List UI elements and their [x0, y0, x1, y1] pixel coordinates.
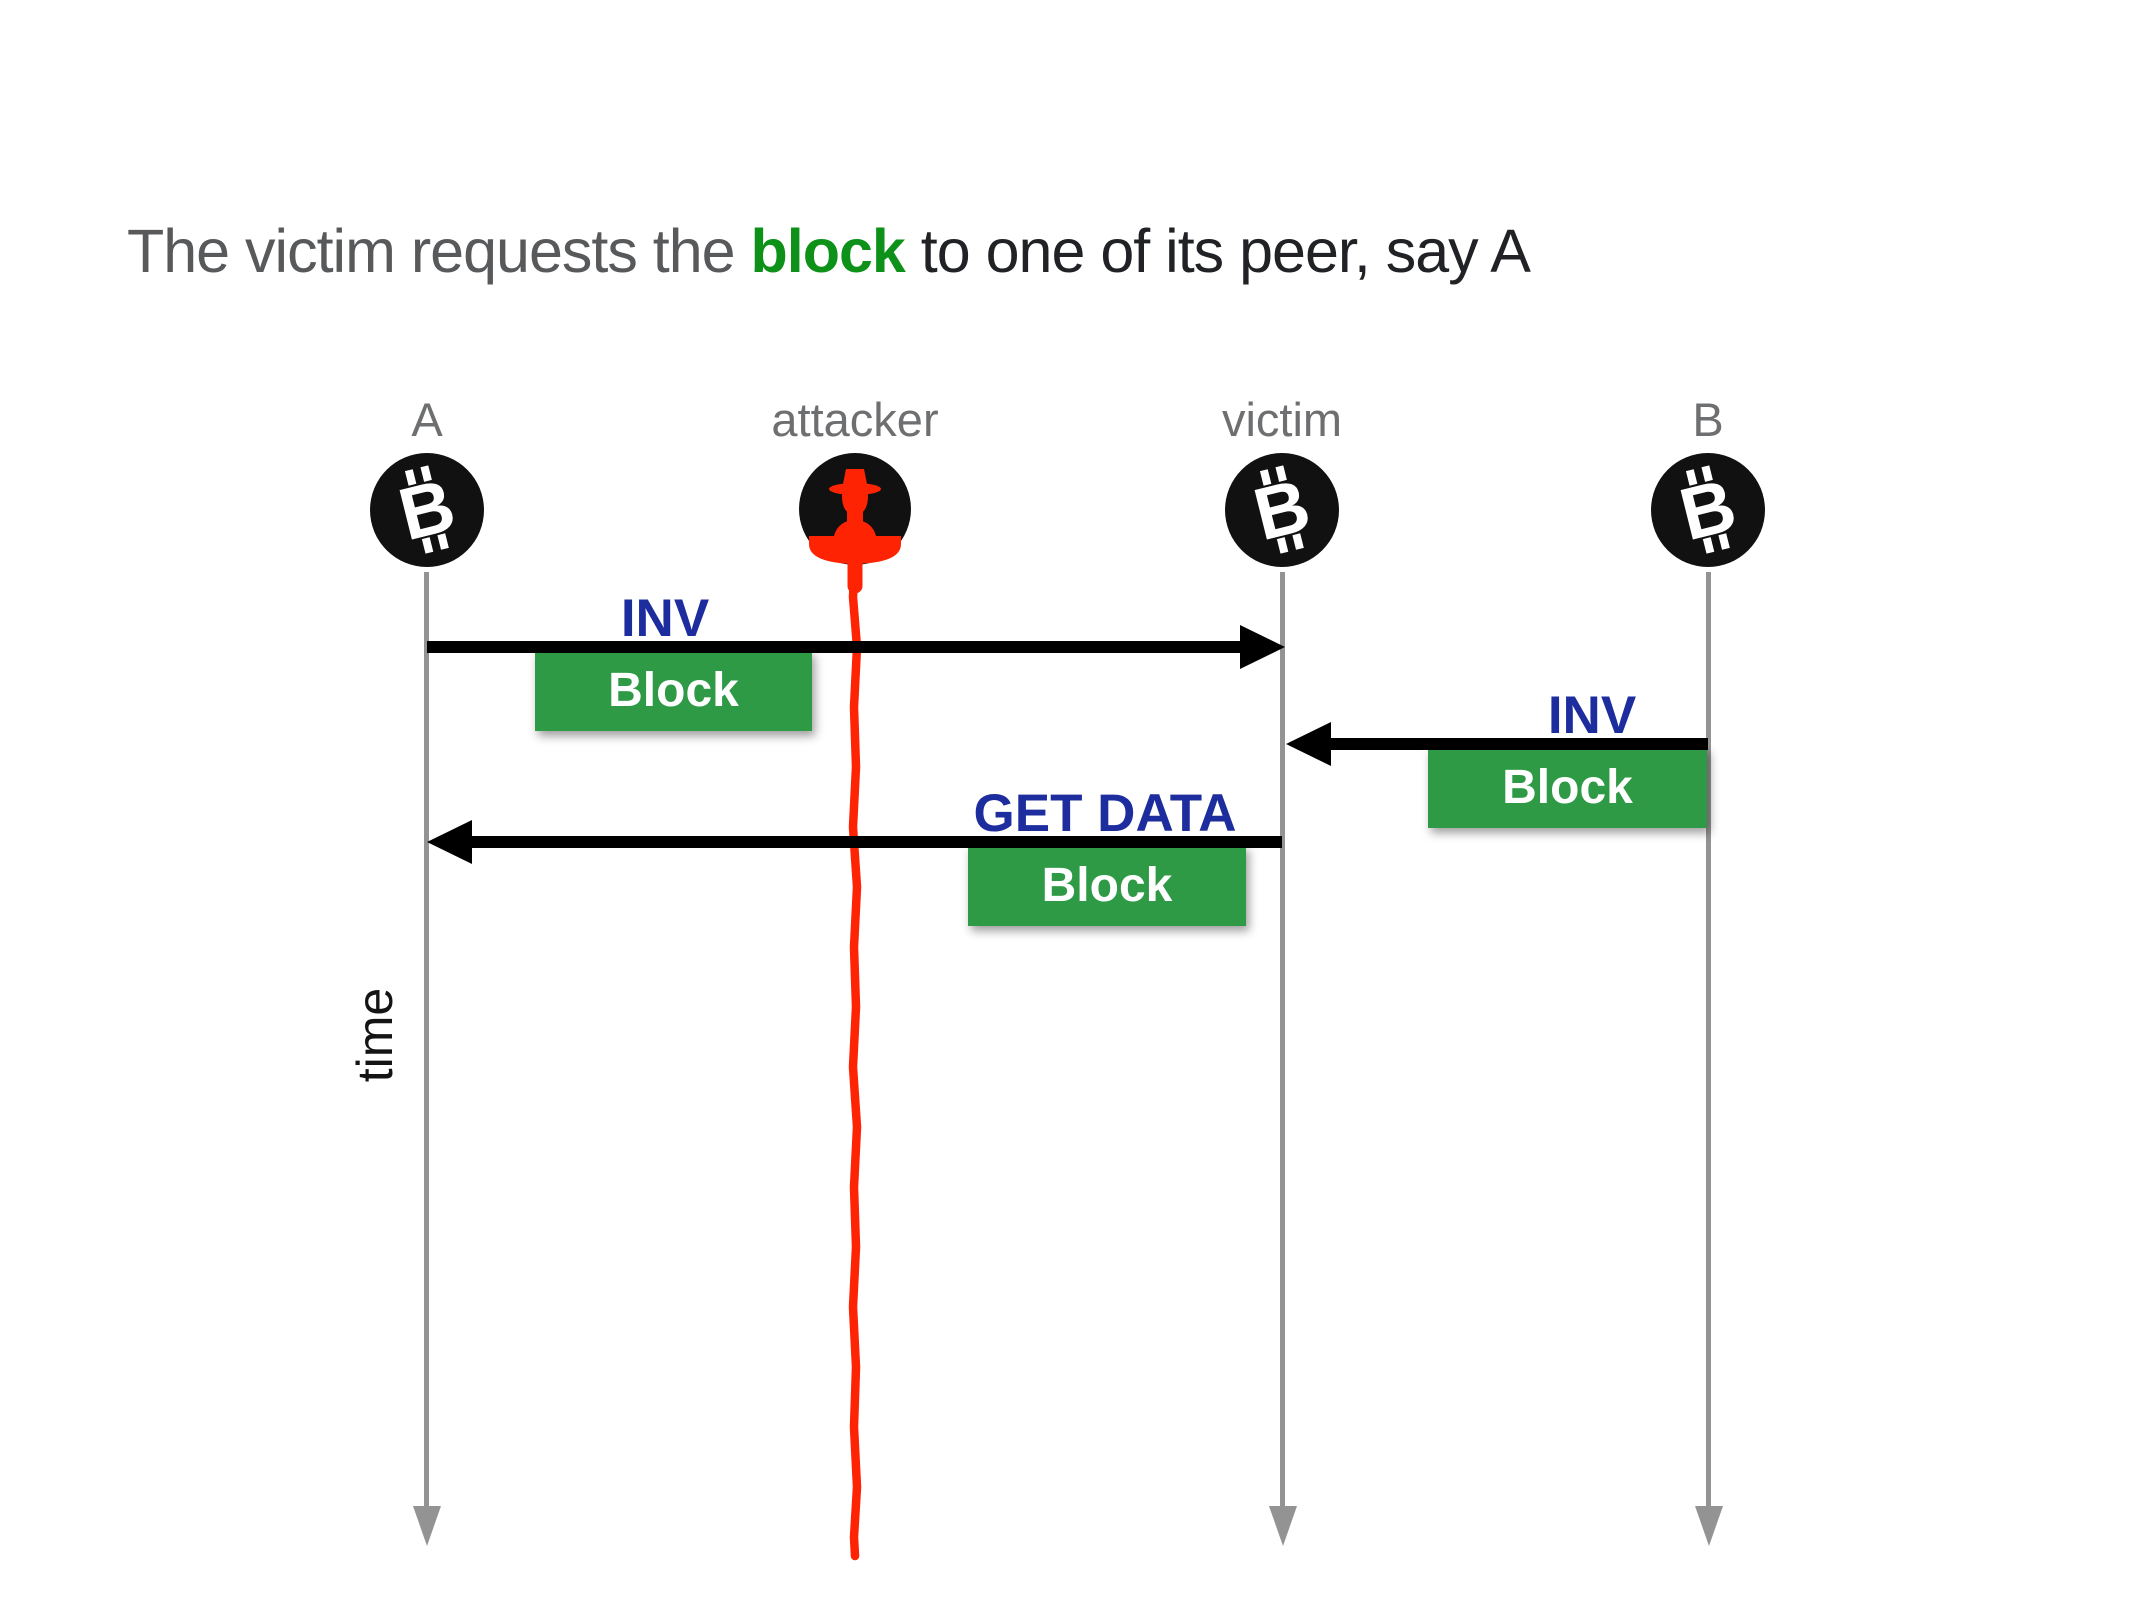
lifeline-a-arrowhead [413, 1506, 441, 1546]
lifeline-b [1706, 572, 1711, 1508]
bitcoin-node-icon: B [1651, 452, 1765, 567]
actor-victim-label: victim [1221, 393, 1343, 446]
lifeline-b-arrowhead [1695, 1506, 1723, 1546]
message-2-payload-badge: Block [1428, 747, 1707, 828]
actor-victim: victim B [1172, 394, 1392, 568]
message-2-arrow-line [1331, 738, 1708, 750]
actor-a: A B [317, 394, 537, 568]
actor-b: B B [1598, 394, 1818, 568]
message-2-label: INV [1547, 686, 1637, 745]
bitcoin-node-icon: B [370, 452, 484, 567]
attacker-spy-icon [799, 452, 911, 565]
title-prefix: The victim requests the [127, 217, 751, 285]
message-3-arrow-line [472, 836, 1282, 848]
actor-b-label: B [1692, 393, 1724, 446]
lifeline-a [424, 572, 429, 1508]
attacker-lifeline [847, 552, 863, 1561]
lifeline-victim-arrowhead [1269, 1506, 1297, 1546]
message-2-arrowhead-left [1286, 722, 1331, 766]
message-1-arrowhead-right [1240, 625, 1285, 669]
actor-attacker: attacker [745, 394, 965, 568]
message-1-payload-badge: Block [535, 650, 812, 731]
actor-a-label: A [411, 393, 443, 446]
lifeline-victim [1280, 572, 1285, 1508]
message-1-arrow-line [427, 641, 1242, 653]
message-3-arrowhead-left [427, 820, 472, 864]
message-1-label: INV [620, 589, 710, 648]
title-highlight: block [750, 217, 906, 285]
bitcoin-node-icon: B [1225, 452, 1339, 567]
time-axis-label: time [347, 987, 403, 1083]
message-3-label: GET DATA [973, 784, 1237, 843]
message-3-payload-badge: Block [968, 845, 1246, 926]
actor-attacker-label: attacker [771, 393, 939, 446]
title-suffix: to one of its peer, say A [904, 217, 1531, 285]
slide-title: The victim requests the block to one of … [127, 216, 1531, 286]
